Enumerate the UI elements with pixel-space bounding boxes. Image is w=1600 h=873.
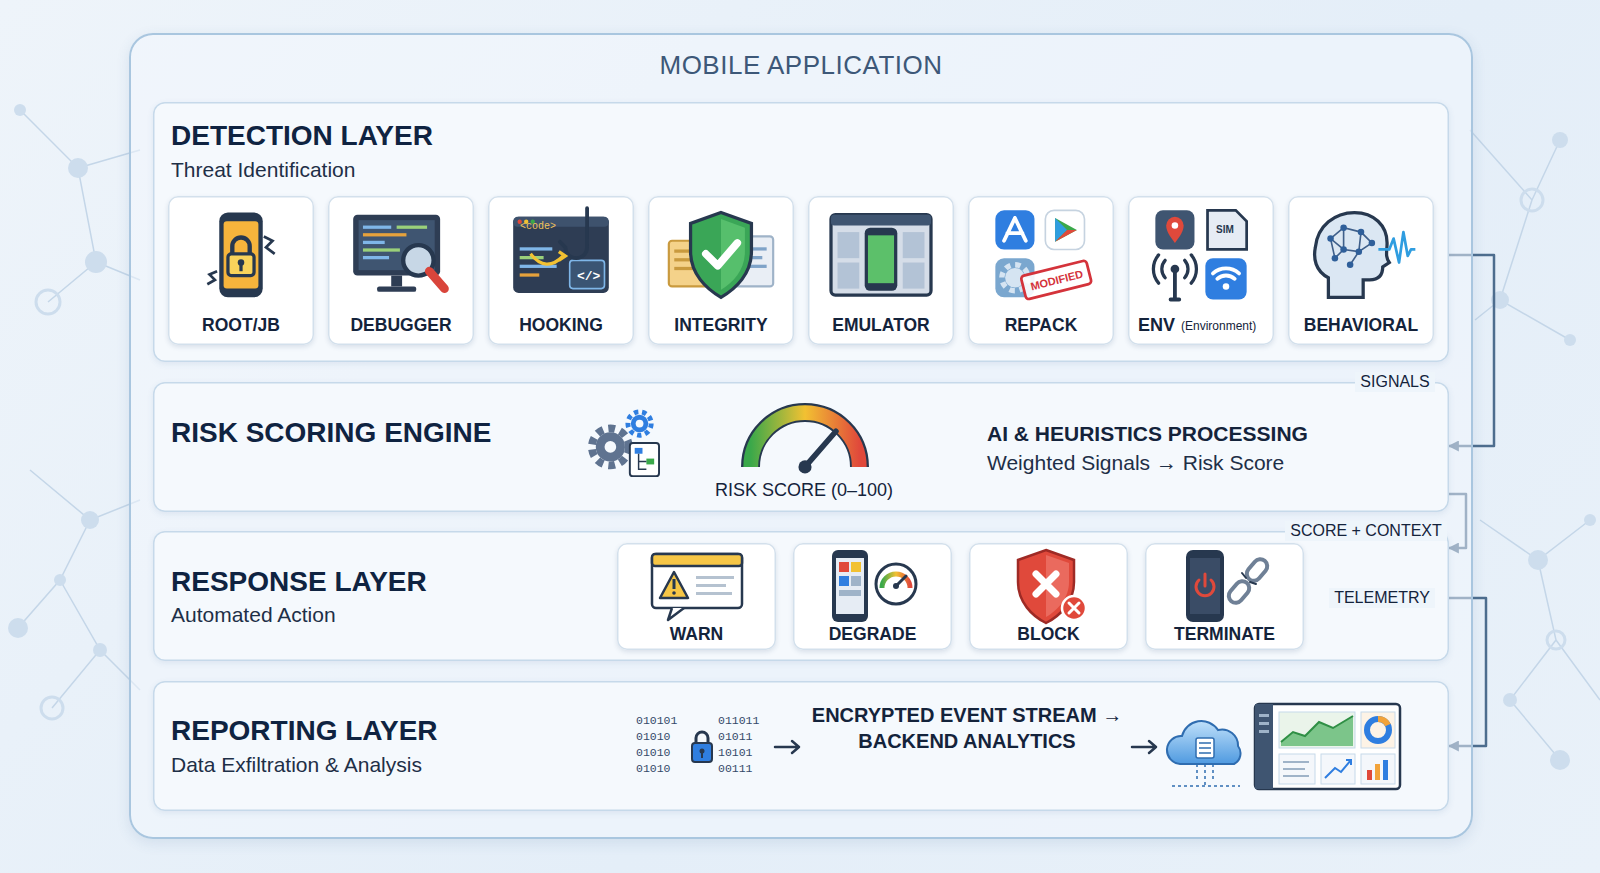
action-card: DEGRADE (793, 543, 952, 650)
layer-title: RESPONSE LAYER (171, 566, 427, 598)
detector-card: INTEGRITY (648, 196, 794, 345)
card-label: DEBUGGER (328, 315, 474, 335)
layer-title: DETECTION LAYER (171, 120, 433, 152)
detector-icon (1306, 206, 1416, 306)
card-label: TERMINATE (1145, 624, 1304, 644)
action-icon (994, 546, 1104, 626)
cloud-icon (1162, 712, 1250, 788)
gear-icon (585, 408, 663, 480)
action-card: BLOCK (969, 543, 1128, 650)
layer-subtitle: Data Exfiltration & Analysis (171, 753, 422, 777)
card-label: INTEGRITY (648, 315, 794, 335)
card-label: HOOKING (488, 315, 634, 335)
card-label: EMULATOR (808, 315, 954, 335)
binary-digits: 00111 (718, 763, 753, 775)
flow-arrow (1130, 737, 1160, 757)
engine-band: RISK SCORING ENGINE RISK SCORE (0–100) AI … (153, 382, 1449, 512)
modified-stamp: MODIFIED (1029, 269, 1084, 293)
app-container: ROOT/JB DEBUGGER HOOKING INTEGRITY EMULATOR R… (129, 33, 1473, 839)
binary-digits: 01011 (718, 731, 753, 743)
detector-icon (826, 206, 936, 306)
edge-label: TELEMETRY (1329, 588, 1435, 608)
edge-label: SIGNALS (1355, 372, 1434, 392)
action-card: TERMINATE (1145, 543, 1304, 650)
detector-icon (986, 206, 1096, 306)
flow-arrow (773, 737, 803, 757)
detector-icon (346, 206, 456, 306)
layer-subtitle: Threat Identification (171, 158, 355, 182)
detector-card: ROOT/JB (168, 196, 314, 345)
layer-title: RISK SCORING ENGINE (171, 417, 491, 449)
container-title: MOBILE APPLICATION (501, 51, 1101, 81)
detector-icon (506, 206, 616, 306)
edge-label: SCORE + CONTEXT (1285, 521, 1447, 541)
card-label: DEGRADE (793, 624, 952, 644)
card-label: WARN (617, 624, 776, 644)
card-label: REPACK (968, 315, 1114, 335)
detector-card: BEHAVIORAL (1288, 196, 1434, 345)
code-tag: <code> (520, 222, 556, 232)
action-card: WARN (617, 543, 776, 650)
action-icon (642, 546, 752, 626)
layer-band: WARN DEGRADE BLOCK TERMINATE RESPONSE LAYER A… (153, 531, 1449, 661)
card-label: ENV (1138, 315, 1175, 336)
stream-description: ENCRYPTED EVENT STREAM → BACKEND ANALYTI… (807, 702, 1127, 754)
binary-digits: 01010 (636, 763, 671, 775)
detector-card: EMULATOR (808, 196, 954, 345)
dashboard-icon (1253, 702, 1402, 791)
action-icon (1170, 546, 1280, 626)
sim-label: SIM (1216, 225, 1234, 235)
binary-digits: 011011 (718, 715, 759, 727)
detector-card: REPACK (968, 196, 1114, 345)
gauge-caption: RISK SCORE (0–100) (694, 480, 914, 501)
action-icon (818, 546, 928, 626)
card-label: ROOT/JB (168, 315, 314, 335)
binary-digits: 010101 (636, 715, 677, 727)
card-label: BEHAVIORAL (1288, 315, 1434, 335)
detector-card: DEBUGGER (328, 196, 474, 345)
layer-band: REPORTING LAYER Data Exfiltration & Analy… (153, 681, 1449, 811)
binary-digits: 01010 (636, 731, 671, 743)
layer-title: REPORTING LAYER (171, 715, 438, 747)
detector-icon (666, 206, 776, 306)
detector-card: ENV (Environment) (1128, 196, 1274, 345)
engine-heading: AI & HEURISTICS PROCESSING (987, 422, 1308, 446)
layer-band: ROOT/JB DEBUGGER HOOKING INTEGRITY EMULATOR R… (153, 102, 1449, 362)
detector-card: HOOKING (488, 196, 634, 345)
engine-description: Weighted Signals → Risk Score (987, 451, 1284, 475)
detector-icon (1146, 206, 1256, 306)
layer-subtitle: Automated Action (171, 603, 336, 627)
binary-digits: 01010 (636, 747, 671, 759)
binary-digits: 10101 (718, 747, 753, 759)
code-tag: </> (577, 270, 600, 283)
lock-icon (690, 728, 714, 764)
risk-gauge (730, 395, 880, 475)
card-label: BLOCK (969, 624, 1128, 644)
detector-icon (186, 206, 296, 306)
card-sublabel: (Environment) (1181, 320, 1256, 334)
